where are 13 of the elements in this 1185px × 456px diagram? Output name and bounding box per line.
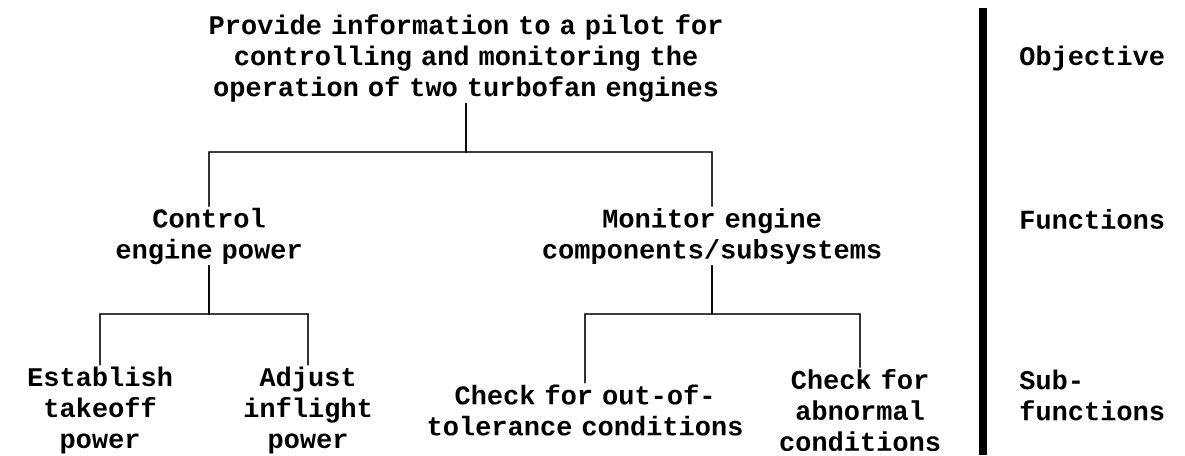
connector-line <box>465 102 713 208</box>
connector-line <box>711 264 861 369</box>
node-text: Check for out-of-tolerance conditions <box>428 384 742 436</box>
connector-line <box>208 264 309 367</box>
level-label: Sub- functions <box>1019 369 1164 421</box>
node-text: Check for abnormal conditions <box>780 368 940 452</box>
node-text: Control engine power <box>116 207 301 265</box>
level-label: Functions <box>1021 209 1164 229</box>
node-text: Establish takeoff power <box>28 366 172 454</box>
node-text: Monitor engine components/subsystems <box>543 207 881 265</box>
level-label: Objective <box>1020 45 1164 71</box>
node-text: Provide information to a pilot for controlling and monitoring the operation of two turbofan engines <box>210 14 722 102</box>
node-text: Adjust inflight power <box>244 366 371 454</box>
